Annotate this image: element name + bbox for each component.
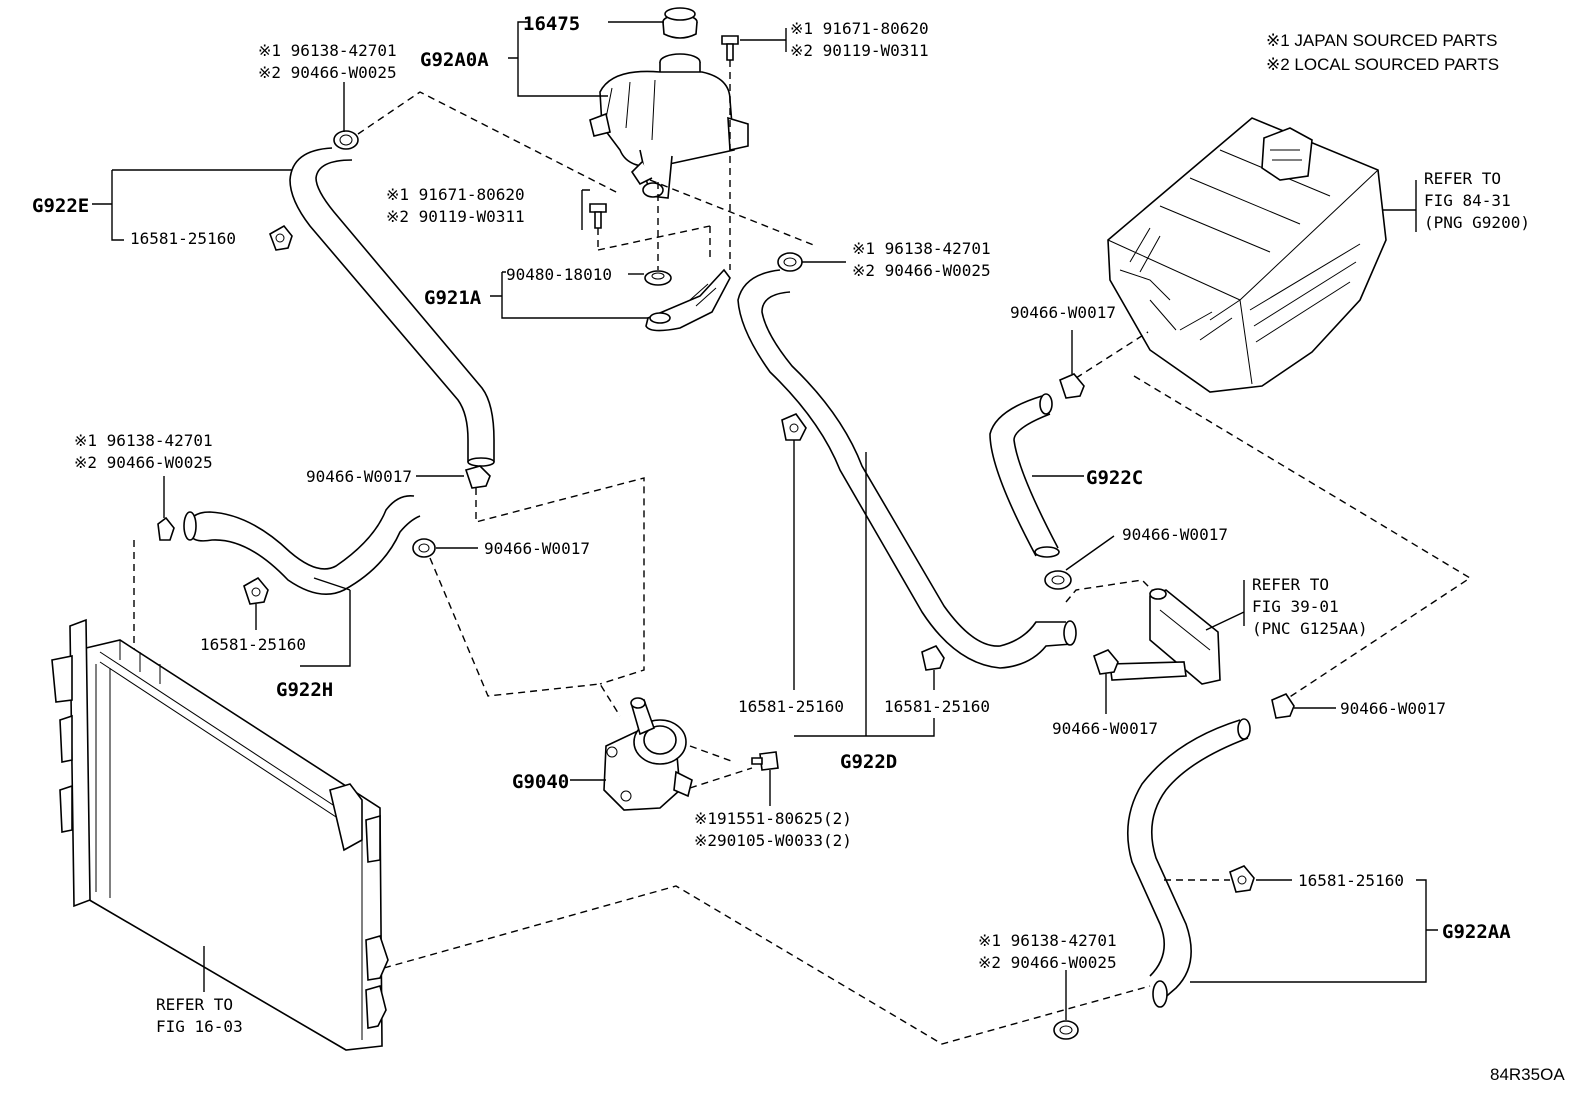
clamp-bottom-icon[interactable] <box>1053 1020 1079 1040</box>
group-g922aa-label: G922AA <box>1442 921 1511 943</box>
clip-left-upper-label: 16581-25160 <box>130 229 236 248</box>
valve-refer-line-3: (PNC G125AA) <box>1252 619 1368 638</box>
clamp-mid-label-2: ※2 90466-W0025 <box>852 261 991 280</box>
clip-left-upper-icon[interactable] <box>269 224 293 251</box>
local-sourced-note: ※2 LOCAL SOURCED PARTS <box>1266 55 1499 74</box>
bolt-top-label-1: ※1 91671-80620 <box>790 19 929 38</box>
hose-g922c[interactable] <box>989 393 1060 558</box>
inverter-refer-line-3: (PNG G9200) <box>1424 213 1530 232</box>
clamp-top-left-icon[interactable] <box>333 130 359 150</box>
clamp-right-d-label: 90466-W0017 <box>1340 699 1446 718</box>
clamp-right-c-label: 90466-W0017 <box>1052 719 1158 738</box>
clamp-center-a-icon[interactable] <box>464 465 491 489</box>
clamp-center-a-label: 90466-W0017 <box>306 467 412 486</box>
pump-bolt-label-1: ※191551-80625(2) <box>694 809 852 828</box>
valve-illustration[interactable] <box>1109 588 1221 685</box>
radiator-illustration[interactable] <box>51 618 389 1051</box>
group-g922d-label: G922D <box>840 751 897 773</box>
group-g9040-label: G9040 <box>512 771 569 793</box>
hose-g922d[interactable] <box>737 269 1077 669</box>
bolt-top-icon[interactable] <box>721 35 739 61</box>
inverter-illustration[interactable] <box>1107 117 1387 393</box>
inverter-refer-line-1: REFER TO <box>1424 169 1501 188</box>
group-g921a-label: G921A <box>424 287 482 309</box>
clamp-mid-label-1: ※1 96138-42701 <box>852 239 991 258</box>
clamp-top-left-label-1: ※1 96138-42701 <box>258 41 397 60</box>
grommet-label: 90480-18010 <box>506 265 612 284</box>
clamp-right-a-label: 90466-W0017 <box>1010 303 1116 322</box>
clip-right-lower-icon[interactable] <box>1229 865 1255 893</box>
clamp-top-left-label-2: ※2 90466-W0025 <box>258 63 397 82</box>
valve-refer-line-2: FIG 39-01 <box>1252 597 1339 616</box>
clamp-right-c-icon[interactable] <box>1093 649 1119 675</box>
clip-center-a-icon[interactable] <box>781 413 807 441</box>
part-16475-label: 16475 <box>523 13 580 35</box>
hose-g922aa[interactable] <box>1127 718 1251 1008</box>
reservoir-cap-16475[interactable] <box>664 7 696 21</box>
clamp-bottom-label-2: ※2 90466-W0025 <box>978 953 1117 972</box>
clip-center-b-icon[interactable] <box>921 645 945 671</box>
valve-refer-line-1: REFER TO <box>1252 575 1329 594</box>
clip-left-lower-icon[interactable] <box>243 576 269 605</box>
bolt-mid-icon[interactable] <box>589 203 607 229</box>
clamp-right-a-icon[interactable] <box>1059 373 1085 399</box>
clamp-left-mid-label-2: ※2 90466-W0025 <box>74 453 213 472</box>
group-g92a0a-label: G92A0A <box>420 49 489 71</box>
group-g922h-label: G922H <box>276 679 333 701</box>
pump-bolt-label-2: ※290105-W0033(2) <box>694 831 852 850</box>
radiator-refer-line-2: FIG 16-03 <box>156 1017 243 1036</box>
clamp-left-mid-icon[interactable] <box>157 516 175 541</box>
inverter-refer-line-2: FIG 84-31 <box>1424 191 1511 210</box>
clamp-left-mid-label-1: ※1 96138-42701 <box>74 431 213 450</box>
clip-right-lower-label: 16581-25160 <box>1298 871 1404 890</box>
group-g922c-label: G922C <box>1086 467 1143 489</box>
clamp-right-b-icon[interactable] <box>1044 570 1072 590</box>
clip-left-lower-label: 16581-25160 <box>200 635 306 654</box>
water-pump-illustration[interactable] <box>603 697 693 811</box>
grommet-icon[interactable] <box>644 270 672 286</box>
clip-center-b-label: 16581-25160 <box>884 697 990 716</box>
bracket-illustration[interactable] <box>645 268 731 332</box>
clamp-mid-icon[interactable] <box>777 252 803 272</box>
clip-center-a-label: 16581-25160 <box>738 697 844 716</box>
clamp-right-b-label: 90466-W0017 <box>1122 525 1228 544</box>
hose-g922h[interactable] <box>183 494 421 596</box>
reservoir-tank-illustration[interactable] <box>589 14 749 199</box>
bolt-top-label-2: ※2 90119-W0311 <box>790 41 929 60</box>
clamp-right-d-icon[interactable] <box>1271 693 1295 719</box>
clamp-bottom-label-1: ※1 96138-42701 <box>978 931 1117 950</box>
bolt-mid-label-2: ※2 90119-W0311 <box>386 207 525 226</box>
bolt-mid-label-1: ※1 91671-80620 <box>386 185 525 204</box>
pump-bolt-icon[interactable] <box>751 751 779 771</box>
diagram-code: 84R35OA <box>1490 1065 1565 1084</box>
radiator-refer-line-1: REFER TO <box>156 995 233 1014</box>
japan-sourced-note: ※1 JAPAN SOURCED PARTS <box>1266 31 1498 50</box>
clamp-center-b-label: 90466-W0017 <box>484 539 590 558</box>
clamp-center-b-icon[interactable] <box>412 538 436 558</box>
group-g922e-label: G922E <box>32 195 89 217</box>
